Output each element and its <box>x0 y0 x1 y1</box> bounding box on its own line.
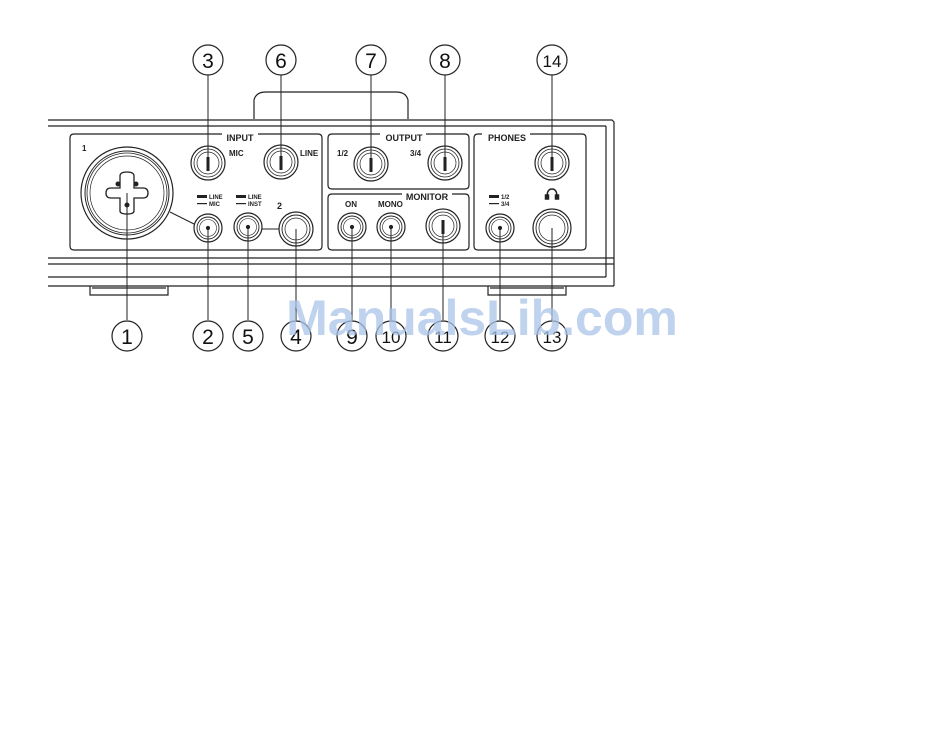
callout-3: 3 <box>193 45 223 75</box>
line-mic-switch-line-label: LINE <box>209 195 223 201</box>
svg-text:1: 1 <box>121 326 133 349</box>
callout-8: 8 <box>430 45 460 75</box>
svg-text:3: 3 <box>202 50 214 73</box>
line-mic-switch-labels: LINE MIC <box>197 195 223 208</box>
monitor-on-label: ON <box>345 200 357 209</box>
svg-text:6: 6 <box>275 50 287 73</box>
channel-2-label: 2 <box>277 201 282 211</box>
monitor-section-title: MONITOR <box>406 192 449 202</box>
svg-text:2: 2 <box>202 326 214 349</box>
line-inst-switch-line-label: LINE <box>248 195 262 201</box>
phones-switch-34-label: 3/4 <box>501 202 510 208</box>
callout-6: 6 <box>266 45 296 75</box>
callout-5: 5 <box>233 321 263 351</box>
phones-source-switch-labels: 1/2 3/4 <box>489 195 510 208</box>
output-section-title: OUTPUT <box>386 133 424 143</box>
callout-14: 14 <box>537 45 567 75</box>
combo-xlr-input-jack <box>81 147 194 320</box>
instrument-input-jack-2 <box>262 212 313 246</box>
svg-text:5: 5 <box>242 326 254 349</box>
callout-1: 1 <box>112 321 142 351</box>
output-34-label: 3/4 <box>410 149 422 158</box>
input-section-title: INPUT <box>227 133 255 143</box>
watermark-text: ManualsLib.com <box>286 290 678 346</box>
line-inst-switch-inst-label: INST <box>248 202 262 208</box>
phones-section-frame <box>474 134 586 250</box>
callout-7: 7 <box>356 45 386 75</box>
svg-text:7: 7 <box>365 50 377 73</box>
line-gain-label: LINE <box>300 149 319 158</box>
mic-gain-label: MIC <box>229 149 244 158</box>
svg-text:8: 8 <box>439 50 451 73</box>
phones-section-title: PHONES <box>488 133 526 143</box>
monitor-mono-label: MONO <box>378 200 403 209</box>
output-12-label: 1/2 <box>337 149 349 158</box>
phones-switch-12-label: 1/2 <box>501 195 510 201</box>
headphones-icon <box>546 189 559 199</box>
line-inst-switch-labels: LINE INST <box>236 195 262 208</box>
channel-1-label: 1 <box>82 144 87 153</box>
callout-2: 2 <box>193 321 223 351</box>
svg-text:14: 14 <box>543 52 562 71</box>
line-mic-switch-mic-label: MIC <box>209 202 221 208</box>
